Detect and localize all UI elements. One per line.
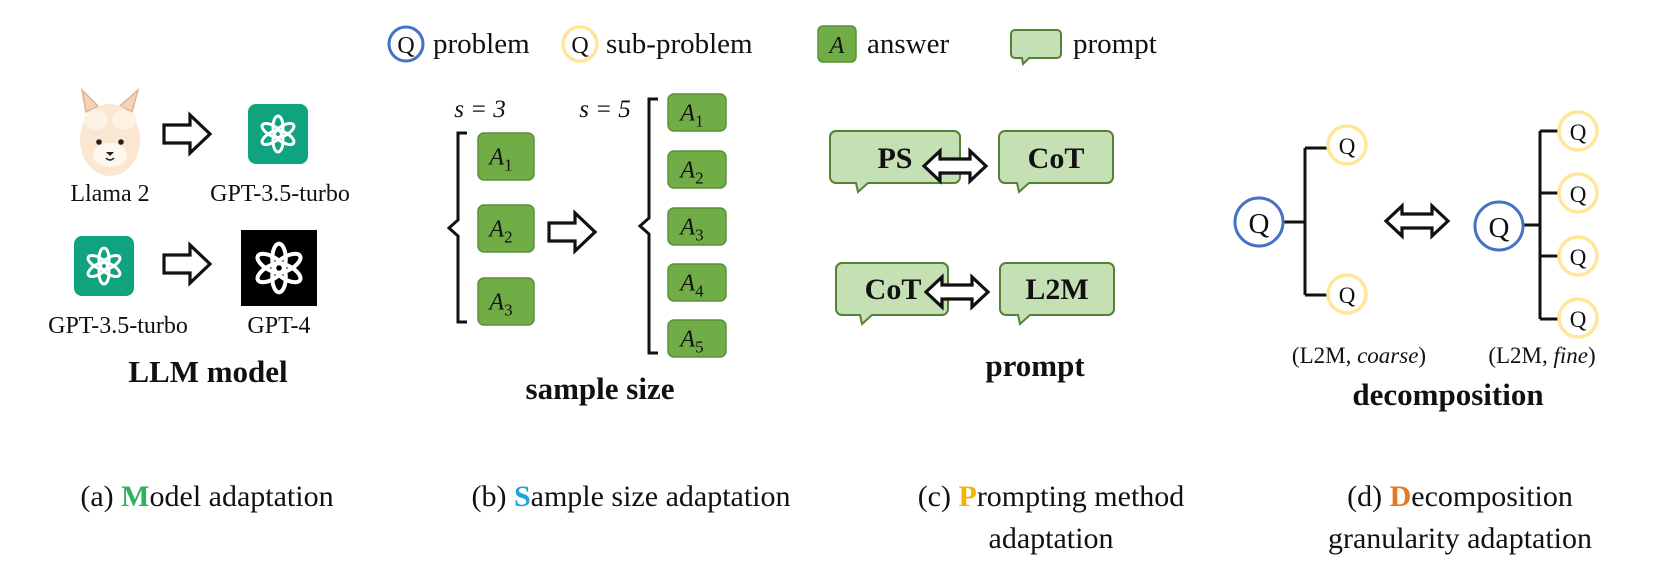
svg-text:Q: Q [1489, 212, 1510, 244]
panel-title: decomposition [1352, 377, 1543, 412]
svg-text:Q: Q [1249, 208, 1270, 240]
answer-box: A2 [667, 150, 727, 189]
caption-prompt-line2: adaptation [989, 522, 1114, 555]
panel-model: Llama 2 GPT-3.5-turbo GPT-3.5-turbo GPT-… [48, 87, 350, 389]
answer-label: A3 [487, 290, 512, 320]
svg-text:Q: Q [1570, 245, 1587, 270]
legend-problem-icon: Q [387, 25, 425, 63]
caption-sample-size: (b) Sample size adaptation [471, 480, 790, 513]
prompt-bubble-l2m: L2M [999, 262, 1115, 326]
legend-answer-icon: A [817, 25, 857, 63]
answer-box: A5 [667, 319, 727, 358]
svg-text:CoT: CoT [1028, 142, 1085, 175]
answer-label: A1 [487, 145, 512, 175]
gpt35-label: GPT-3.5-turbo [210, 181, 350, 207]
legend-subproblem-label: sub-problem [606, 28, 753, 60]
caption-model: (a) Model adaptation [80, 480, 333, 513]
subproblem-node: Q [1557, 110, 1599, 152]
double-arrow-icon [923, 273, 991, 311]
answer-label: A3 [678, 215, 703, 245]
answer-box: A3 [477, 277, 535, 326]
svg-text:Q: Q [1570, 182, 1587, 207]
llama-label: Llama 2 [70, 181, 149, 207]
prompt-bubble-cot: CoT [998, 130, 1114, 194]
answer-label: A4 [678, 271, 704, 301]
gpt35-icon [74, 236, 134, 296]
gpt35-label: GPT-3.5-turbo [48, 313, 188, 339]
caption-prompt: (c) Prompting method [918, 480, 1185, 513]
bracket [446, 131, 467, 324]
arrow-right-icon [162, 111, 213, 157]
legend-subproblem-icon: Q [561, 25, 599, 63]
svg-text:Q: Q [397, 33, 414, 59]
legend-prompt-icon [1010, 29, 1062, 67]
answer-box: A1 [477, 132, 535, 181]
svg-text:Q: Q [1339, 283, 1356, 308]
prompt-bubble-cot: CoT [835, 262, 949, 326]
answer-label: A2 [487, 217, 512, 247]
subproblem-node: Q [1326, 124, 1368, 166]
tree-branch [1522, 129, 1558, 321]
answer-label: A2 [678, 158, 703, 188]
panel-title: LLM model [128, 354, 288, 389]
answer-label: A1 [678, 101, 703, 131]
svg-text:PS: PS [877, 142, 912, 175]
subproblem-node: Q [1557, 235, 1599, 277]
caption-decomposition: (d) Decomposition [1347, 480, 1573, 513]
arrow-right-icon [162, 241, 213, 287]
bracket [637, 97, 658, 355]
llama-icon [80, 87, 140, 176]
legend: Q problem Q sub-problem A answer prompt [387, 25, 1157, 67]
svg-text:Q: Q [1570, 120, 1587, 145]
problem-node: Q [1233, 196, 1285, 248]
svg-text:A: A [828, 33, 845, 59]
s-small-label: s = 3 [454, 96, 506, 123]
double-arrow-icon [921, 147, 989, 185]
gpt35-icon [248, 104, 308, 164]
subproblem-node: Q [1326, 273, 1368, 315]
arrow-right-icon [547, 209, 598, 255]
panel-prompt: PS CoT CoT L2M prompt [829, 130, 1115, 383]
svg-text:CoT: CoT [865, 273, 922, 306]
fine-label: (L2M, fine) [1488, 343, 1595, 368]
answer-box: A1 [667, 93, 727, 132]
legend-prompt-label: prompt [1073, 28, 1157, 60]
answer-box: A4 [667, 263, 727, 302]
prompt-bubble-ps: PS [829, 130, 961, 194]
svg-text:L2M: L2M [1025, 273, 1088, 306]
double-arrow-icon [1383, 202, 1451, 240]
tree-branch [1283, 146, 1328, 297]
subproblem-node: Q [1557, 172, 1599, 214]
subproblem-node: Q [1557, 297, 1599, 339]
caption-decomposition-line2: granularity adaptation [1328, 522, 1592, 555]
svg-text:Q: Q [1339, 134, 1356, 159]
panel-title: prompt [985, 348, 1085, 383]
svg-text:Q: Q [571, 33, 588, 59]
panel-decomposition: Q Q Q Q Q Q Q [1233, 110, 1599, 412]
answer-label: A5 [678, 327, 703, 357]
s-large-label: s = 5 [579, 96, 631, 123]
gpt4-label: GPT-4 [247, 313, 310, 339]
panel-title: sample size [526, 371, 675, 406]
legend-problem-label: problem [433, 28, 530, 60]
coarse-label: (L2M, coarse) [1292, 343, 1426, 368]
answer-box: A2 [477, 204, 535, 253]
legend-answer-label: answer [867, 28, 949, 60]
problem-node: Q [1473, 200, 1525, 252]
svg-text:Q: Q [1570, 307, 1587, 332]
gpt4-icon [241, 230, 317, 306]
answer-box: A3 [667, 207, 727, 246]
